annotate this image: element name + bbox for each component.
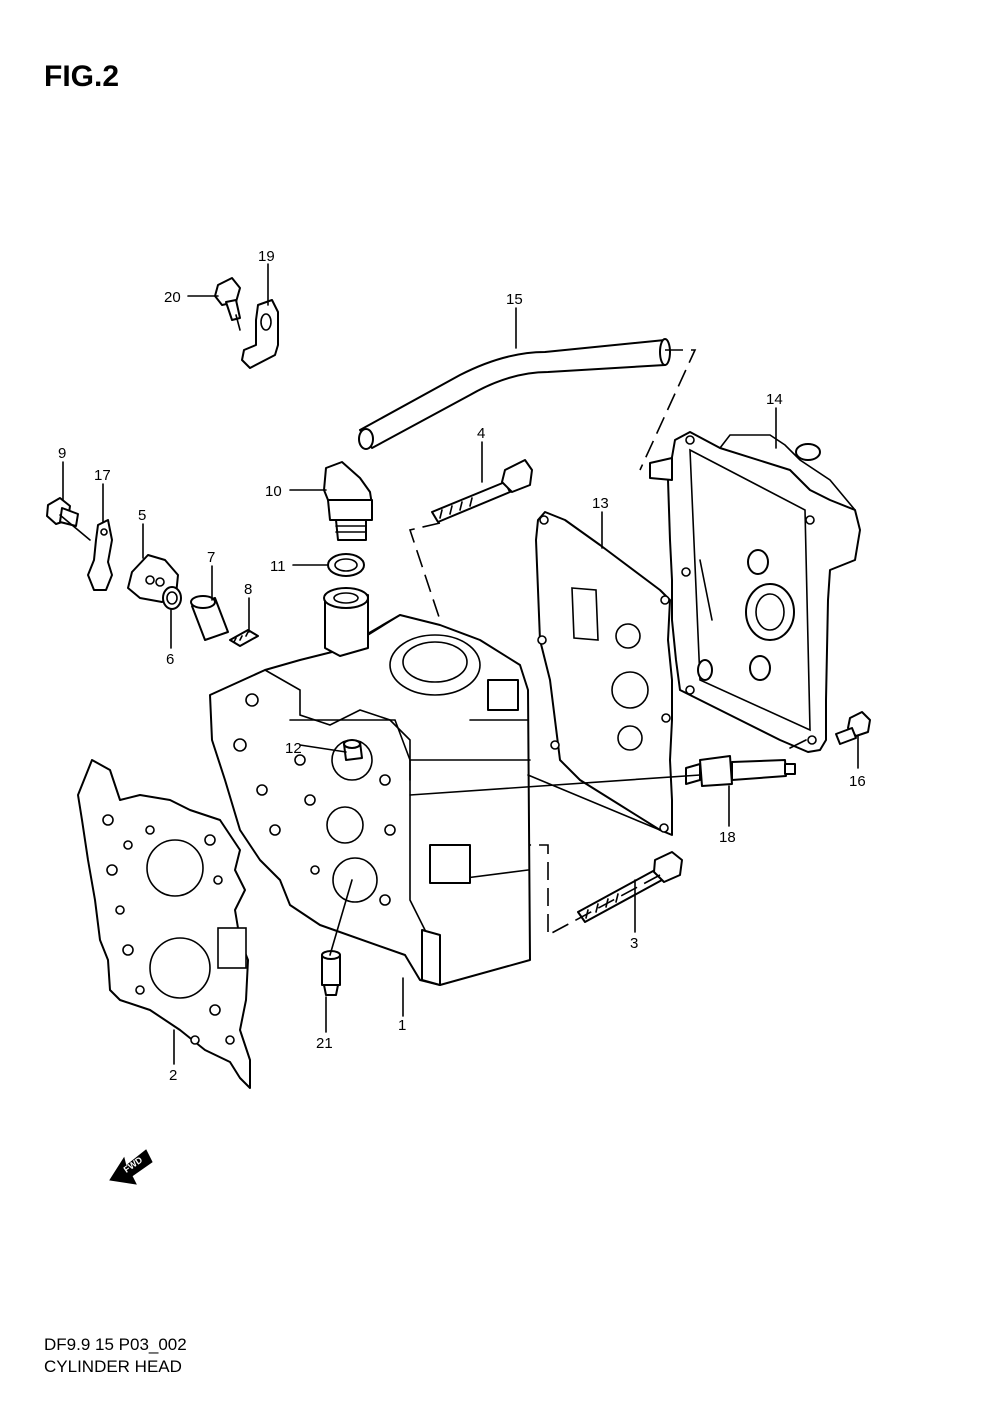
label-9: 9 bbox=[58, 445, 66, 462]
figure-caption: DF9.9 15 P03_002 CYLINDER HEAD bbox=[44, 1334, 187, 1378]
label-10: 10 bbox=[265, 483, 282, 500]
label-3: 3 bbox=[630, 935, 638, 952]
bracket-bolt bbox=[214, 277, 241, 321]
o-ring bbox=[327, 553, 365, 577]
cover-bolt bbox=[835, 711, 871, 745]
figure-title: FIG.2 bbox=[44, 60, 120, 93]
part-labels: 19 20 15 14 9 4 17 10 13 5 7 11 8 6 12 1… bbox=[58, 248, 866, 1084]
label-18: 18 bbox=[719, 829, 736, 846]
hose-clamp bbox=[87, 519, 113, 591]
label-11: 11 bbox=[270, 558, 286, 575]
diagram-code: DF9.9 15 P03_002 bbox=[44, 1335, 187, 1354]
cover-gasket bbox=[535, 511, 673, 836]
label-15: 15 bbox=[506, 291, 523, 308]
label-8: 8 bbox=[244, 581, 252, 598]
cylinder-head-cover bbox=[649, 431, 861, 753]
seal-ring bbox=[162, 586, 182, 610]
pin bbox=[321, 950, 341, 996]
label-17: 17 bbox=[94, 467, 111, 484]
spark-plug bbox=[685, 755, 796, 787]
label-1: 1 bbox=[398, 1017, 406, 1034]
label-5: 5 bbox=[138, 507, 146, 524]
sleeve bbox=[190, 595, 229, 641]
long-bolt-lower bbox=[577, 851, 683, 923]
label-19: 19 bbox=[258, 248, 275, 265]
label-2: 2 bbox=[169, 1067, 177, 1084]
label-21: 21 bbox=[316, 1035, 333, 1052]
clamp-bracket bbox=[241, 299, 279, 369]
fwd-arrow-icon: FWD bbox=[109, 1149, 153, 1185]
cylinder-head bbox=[209, 587, 531, 986]
label-4: 4 bbox=[477, 425, 485, 442]
dowel-pin bbox=[343, 739, 363, 761]
label-14: 14 bbox=[766, 391, 783, 408]
breather-hose bbox=[358, 338, 671, 450]
oil-filler-cap bbox=[323, 461, 373, 541]
label-7: 7 bbox=[207, 549, 215, 566]
leader-lines bbox=[62, 263, 859, 1065]
long-bolt-upper bbox=[431, 459, 533, 523]
screw bbox=[229, 629, 259, 647]
label-13: 13 bbox=[592, 495, 609, 512]
label-20: 20 bbox=[164, 289, 181, 306]
small-bolt bbox=[46, 497, 79, 527]
assembly-lines bbox=[59, 314, 807, 937]
label-16: 16 bbox=[849, 773, 866, 790]
label-6: 6 bbox=[166, 651, 174, 668]
diagram-name: CYLINDER HEAD bbox=[44, 1357, 182, 1376]
head-gasket bbox=[77, 759, 251, 1089]
label-12: 12 bbox=[285, 740, 302, 757]
